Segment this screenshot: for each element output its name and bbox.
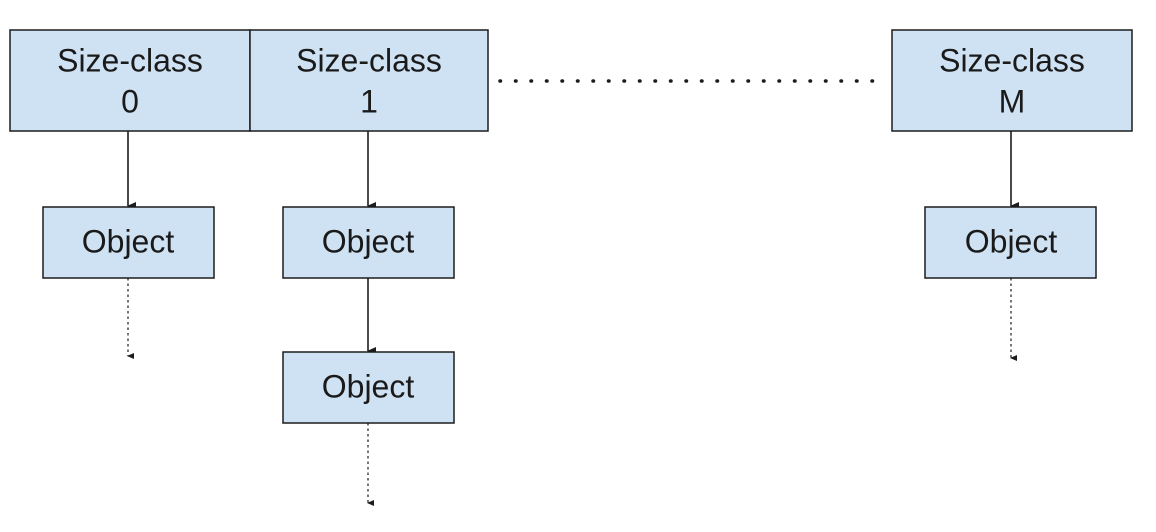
size-class-0: Size-class 0: [9, 29, 251, 132]
object-node: Object: [42, 206, 215, 279]
object-box: [282, 206, 455, 279]
object-label: Object: [82, 223, 175, 259]
size-class-m-index: M: [999, 83, 1026, 119]
size-class-0-title: Size-class: [57, 42, 203, 78]
object-label: Object: [322, 223, 415, 259]
size-class-0-index: 0: [121, 83, 139, 119]
size-class-m-title: Size-class: [939, 42, 1085, 78]
object-node: Object: [282, 206, 455, 279]
object-label: Object: [965, 223, 1058, 259]
object-box: [282, 351, 455, 424]
size-class-1-title: Size-class: [296, 42, 442, 78]
object-box: [924, 206, 1097, 279]
object-label: Object: [322, 368, 415, 404]
size-class-1: Size-class 1: [249, 29, 489, 132]
size-class-1-index: 1: [360, 83, 378, 119]
size-class-1-box: [249, 29, 489, 132]
size-class-m: Size-class M: [891, 29, 1133, 132]
object-node: Object: [924, 206, 1097, 279]
object-node: Object: [282, 351, 455, 424]
size-class-m-box: [891, 29, 1133, 132]
object-box: [42, 206, 215, 279]
size-class-0-box: [9, 29, 251, 132]
